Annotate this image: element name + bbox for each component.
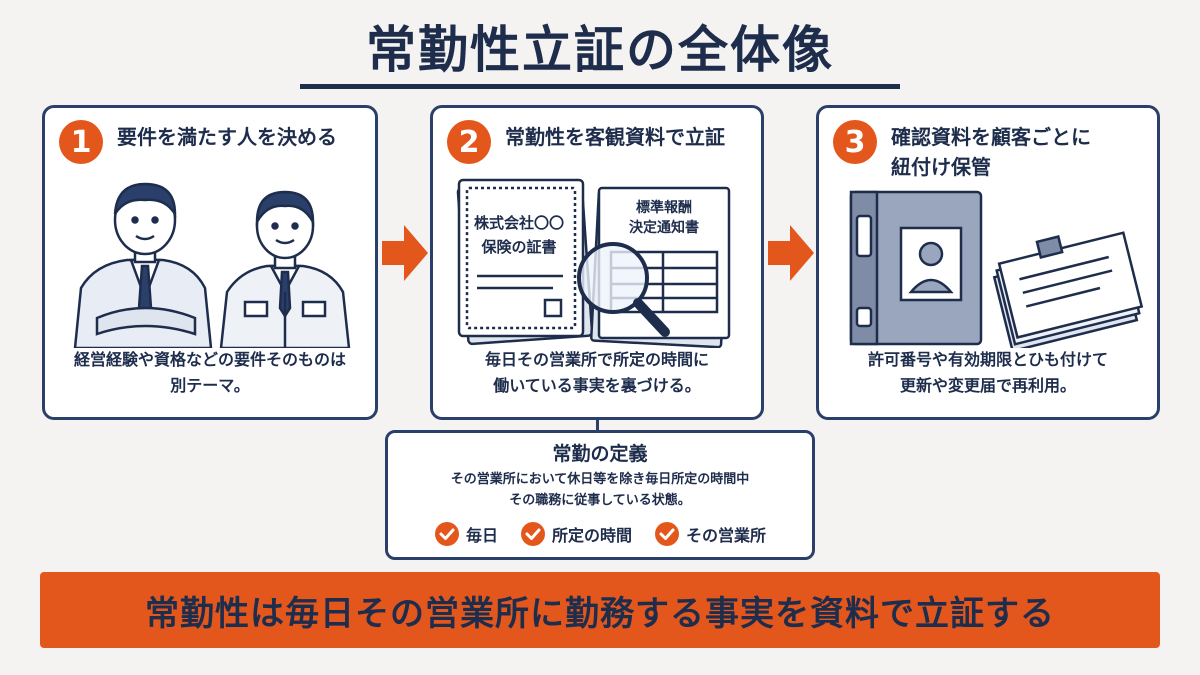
binder-files-illustration bbox=[849, 190, 1144, 348]
definition-checks: 毎日 所定の時間 その営業所 bbox=[388, 521, 812, 547]
step-number-3: 3 bbox=[833, 120, 877, 164]
step-desc-3-line1: 許可番号や有効期限とひも付けて bbox=[867, 350, 1108, 369]
connector-line bbox=[596, 418, 599, 432]
documents-illustration: 株式会社〇〇 保険の証書 標準報酬 決定通知書 bbox=[456, 178, 731, 348]
arrow-right-icon bbox=[382, 225, 428, 281]
title-underline bbox=[300, 84, 900, 89]
check-circle-icon bbox=[434, 522, 459, 546]
certificate-text-line2: 保険の証書 bbox=[480, 238, 556, 256]
step-title-3-line2: 紐付け保管 bbox=[891, 155, 991, 179]
businessmen-illustration bbox=[73, 182, 351, 348]
step-title-2: 常勤性を客観資料で立証 bbox=[505, 125, 725, 149]
step-number-2: 2 bbox=[447, 120, 491, 164]
step-desc-3-line2: 更新や変更届で再利用。 bbox=[899, 376, 1076, 395]
step-title-3-line1: 確認資料を顧客ごとに bbox=[891, 125, 1091, 149]
check-label-daily: 毎日 bbox=[465, 526, 498, 545]
definition-line1: その営業所において休日等を除き毎日所定の時間中 bbox=[450, 472, 750, 487]
step-number-1: 1 bbox=[59, 120, 103, 164]
step-card-3: 3 確認資料を顧客ごとに 紐付け保管 許可番号 bbox=[816, 105, 1160, 420]
step-card-1: 1 要件を満たす人を決める bbox=[42, 105, 378, 420]
page-title: 常勤性立証の全体像 bbox=[366, 21, 834, 79]
step-desc-1-line1: 経営経験や資格などの要件そのものは bbox=[73, 350, 346, 369]
step-desc-2-line1: 毎日その営業所で所定の時間に bbox=[484, 350, 709, 369]
check-label-hours: 所定の時間 bbox=[551, 526, 632, 545]
check-label-office: その営業所 bbox=[686, 526, 767, 545]
definition-box: 常勤の定義 その営業所において休日等を除き毎日所定の時間中 その職務に従事してい… bbox=[385, 430, 815, 560]
certificate-text-line1: 株式会社〇〇 bbox=[474, 214, 564, 232]
check-circle-icon bbox=[520, 522, 545, 546]
notice-text-line1: 標準報酬 bbox=[636, 199, 692, 216]
arrow-right-icon bbox=[768, 225, 814, 281]
check-item: その営業所 bbox=[654, 521, 766, 547]
step-title-1: 要件を満たす人を決める bbox=[117, 125, 337, 149]
summary-banner: 常勤性は毎日その営業所に勤務する事実を資料で立証する bbox=[40, 572, 1160, 648]
definition-line2: その職務に従事している状態。 bbox=[509, 493, 691, 508]
step-desc-1-line2: 別テーマ。 bbox=[170, 376, 250, 395]
step-desc-2-line2: 働いている事実を裏づける。 bbox=[493, 376, 701, 395]
check-item: 所定の時間 bbox=[520, 521, 632, 547]
definition-title: 常勤の定義 bbox=[552, 443, 648, 465]
check-item: 毎日 bbox=[434, 521, 498, 547]
check-circle-icon bbox=[655, 522, 679, 546]
step-card-2: 2 常勤性を客観資料で立証 株式会社〇〇 保険の証書 標準報酬 bbox=[430, 105, 764, 420]
notice-text-line2: 決定通知書 bbox=[629, 219, 699, 236]
